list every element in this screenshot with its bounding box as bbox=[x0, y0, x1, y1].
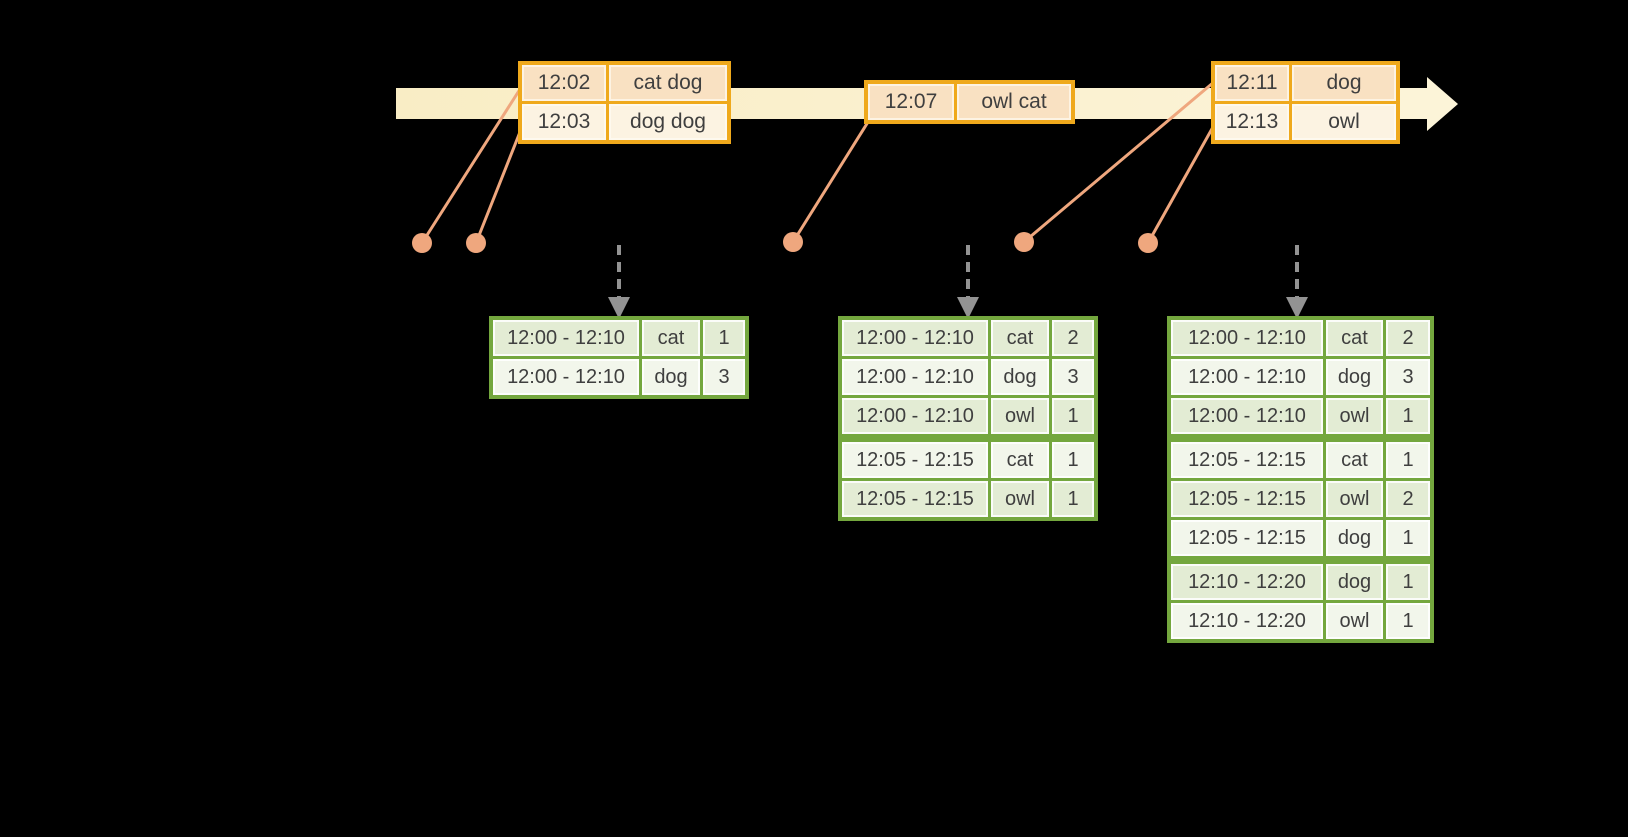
result-count-cell: 1 bbox=[1386, 442, 1430, 478]
result-word-cell: dog bbox=[1326, 520, 1383, 556]
event-words-cell: cat dog bbox=[609, 65, 727, 101]
result-count-cell: 1 bbox=[1386, 603, 1430, 639]
result-window-cell: 12:05 - 12:15 bbox=[842, 481, 988, 517]
result-word-cell: cat bbox=[1326, 442, 1383, 478]
event-words-cell: dog bbox=[1292, 65, 1396, 101]
result-word-cell: dog bbox=[991, 359, 1049, 395]
result-word-cell: cat bbox=[1326, 320, 1383, 356]
trigger-arrow-head bbox=[1286, 297, 1308, 319]
event-words-cell: dog dog bbox=[609, 104, 727, 140]
event-connector-line bbox=[1146, 126, 1215, 244]
result-window-cell: 12:00 - 12:10 bbox=[1171, 359, 1323, 395]
result-window-cell: 12:00 - 12:10 bbox=[842, 398, 988, 434]
result-count-cell: 2 bbox=[1052, 320, 1094, 356]
result-word-cell: owl bbox=[991, 481, 1049, 517]
trigger-arrow-icon bbox=[608, 245, 630, 319]
event-dot bbox=[783, 232, 803, 252]
result-count-cell: 1 bbox=[1052, 481, 1094, 517]
result-count-cell: 1 bbox=[1052, 442, 1094, 478]
result-word-cell: dog bbox=[1326, 359, 1383, 395]
event-connector-line bbox=[1023, 80, 1215, 244]
result-window-cell: 12:00 - 12:10 bbox=[1171, 398, 1323, 434]
event-time-cell: 12:11 bbox=[1215, 65, 1289, 101]
result-word-cell: dog bbox=[642, 359, 700, 395]
result-window-cell: 12:00 - 12:10 bbox=[1171, 320, 1323, 356]
event-connector-line bbox=[474, 126, 524, 244]
event-dot bbox=[412, 233, 432, 253]
result-window-cell: 12:10 - 12:20 bbox=[1171, 564, 1323, 600]
result-window-cell: 12:00 - 12:10 bbox=[842, 320, 988, 356]
timeline-arrowhead-icon bbox=[1427, 77, 1458, 131]
result-window-cell: 12:05 - 12:15 bbox=[1171, 520, 1323, 556]
trigger-arrow-head bbox=[957, 297, 979, 319]
event-time-cell: 12:13 bbox=[1215, 104, 1289, 140]
result-window-cell: 12:10 - 12:20 bbox=[1171, 603, 1323, 639]
result-word-cell: dog bbox=[1326, 564, 1383, 600]
result-count-cell: 1 bbox=[1052, 398, 1094, 434]
result-word-cell: cat bbox=[991, 442, 1049, 478]
event-connector-line bbox=[791, 121, 870, 243]
event-time-cell: 12:07 bbox=[868, 84, 954, 120]
result-word-cell: owl bbox=[1326, 481, 1383, 517]
event-connector-line bbox=[420, 85, 524, 244]
result-count-cell: 1 bbox=[1386, 520, 1430, 556]
trigger-arrow-icon bbox=[1286, 245, 1308, 319]
result-word-cell: cat bbox=[991, 320, 1049, 356]
result-window-cell: 12:00 - 12:10 bbox=[493, 359, 639, 395]
result-window-cell: 12:00 - 12:10 bbox=[493, 320, 639, 356]
event-dot bbox=[1138, 233, 1158, 253]
result-count-cell: 2 bbox=[1386, 320, 1430, 356]
result-count-cell: 3 bbox=[703, 359, 745, 395]
result-count-cell: 3 bbox=[1052, 359, 1094, 395]
result-window-cell: 12:05 - 12:15 bbox=[842, 442, 988, 478]
result-count-cell: 3 bbox=[1386, 359, 1430, 395]
event-dot bbox=[1014, 232, 1034, 252]
event-time-cell: 12:02 bbox=[522, 65, 606, 101]
event-words-cell: owl cat bbox=[957, 84, 1071, 120]
result-word-cell: owl bbox=[1326, 398, 1383, 434]
result-word-cell: owl bbox=[1326, 603, 1383, 639]
result-window-cell: 12:00 - 12:10 bbox=[842, 359, 988, 395]
result-count-cell: 2 bbox=[1386, 481, 1430, 517]
result-window-cell: 12:05 - 12:15 bbox=[1171, 481, 1323, 517]
result-count-cell: 1 bbox=[1386, 564, 1430, 600]
event-dot bbox=[466, 233, 486, 253]
trigger-arrow-icon bbox=[957, 245, 979, 319]
trigger-arrow-head bbox=[608, 297, 630, 319]
event-words-cell: owl bbox=[1292, 104, 1396, 140]
result-word-cell: owl bbox=[991, 398, 1049, 434]
result-count-cell: 1 bbox=[703, 320, 745, 356]
result-count-cell: 1 bbox=[1386, 398, 1430, 434]
result-window-cell: 12:05 - 12:15 bbox=[1171, 442, 1323, 478]
event-time-cell: 12:03 bbox=[522, 104, 606, 140]
result-word-cell: cat bbox=[642, 320, 700, 356]
